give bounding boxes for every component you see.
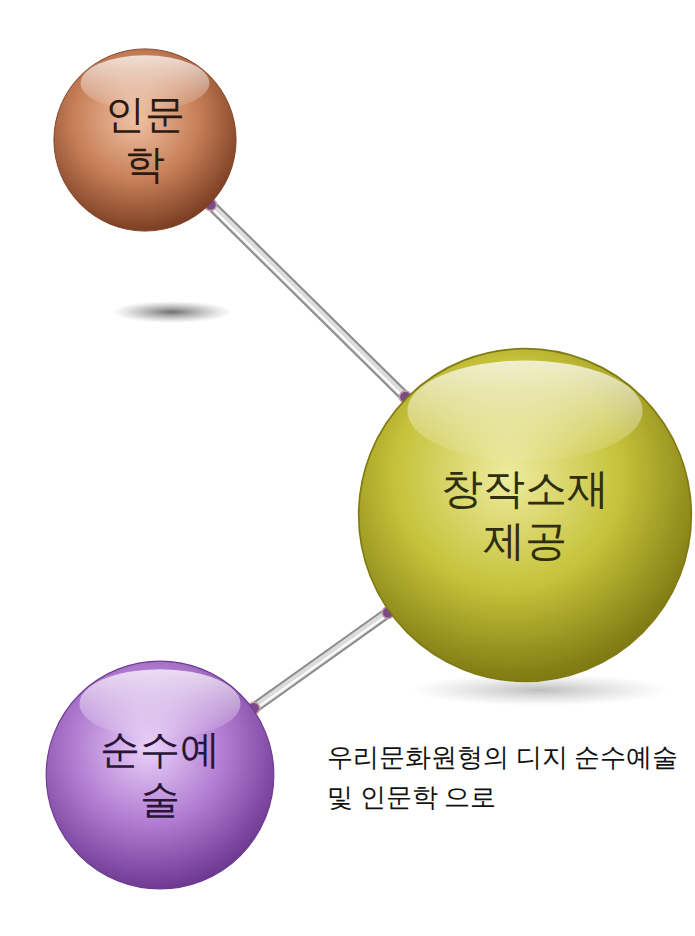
note-text: 우리문화원형의 디지 순수예술 및 인문학 으로	[327, 738, 679, 819]
sphere-label: 순수예술	[94, 725, 226, 825]
sphere-label: 인문학	[92, 90, 198, 190]
rod-connector	[204, 199, 411, 403]
sphere-highlight	[407, 360, 642, 461]
creative-material-sphere: 창작소재 제공	[357, 347, 693, 683]
sphere-label: 창작소재 제공	[428, 463, 621, 568]
sphere-body	[359, 349, 692, 682]
sphere-body	[46, 661, 274, 889]
sphere-outline	[53, 48, 237, 232]
rod-connector	[248, 606, 395, 714]
fine-arts-sphere: 순수예술	[45, 660, 275, 890]
rod-body	[254, 612, 388, 708]
rod-shine	[209, 206, 404, 398]
rod-shine	[255, 614, 390, 710]
sphere-shadow	[112, 301, 232, 323]
sphere-text-group: 인문학	[92, 90, 198, 190]
sphere-text-group: 순수예술	[94, 725, 226, 825]
humanities-sphere: 인문학	[53, 48, 237, 232]
sphere-outline	[45, 660, 275, 890]
rod-outline	[254, 612, 388, 708]
sphere-text-group: 창작소재 제공	[428, 463, 621, 568]
rod-body	[210, 205, 405, 397]
rod-outline	[210, 205, 405, 397]
sphere-outline	[357, 347, 693, 683]
sphere-body	[54, 49, 236, 231]
